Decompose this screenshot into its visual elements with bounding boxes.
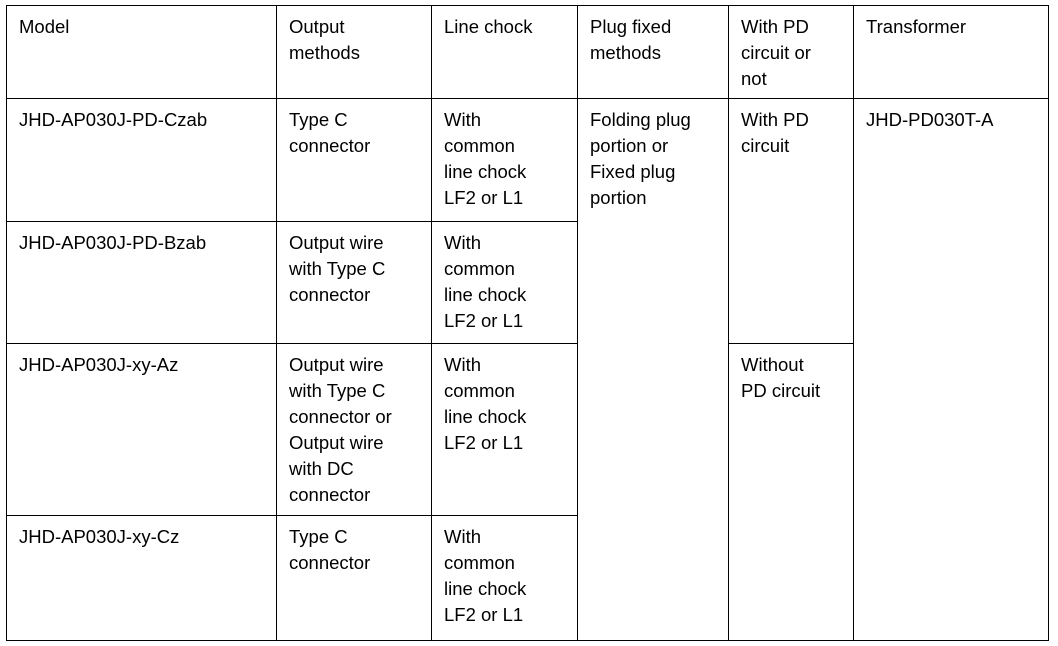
table-row: JHD-AP030J-PD-Czab Type C connector With… — [6, 98, 1049, 641]
cell-transformer: JHD-PD030T-A — [853, 98, 1049, 641]
cell-line-chock: With common line chock LF2 or L1 — [431, 343, 578, 516]
table-header-row: Model Output methods Line chock Plug fix… — [6, 5, 1049, 99]
product-model-specification-table: Model Output methods Line chock Plug fix… — [6, 5, 1049, 641]
column-header-transformer: Transformer — [853, 5, 1049, 99]
specification-table-container: Model Output methods Line chock Plug fix… — [6, 5, 1049, 641]
column-header-output-methods: Output methods — [276, 5, 432, 99]
table-row: JHD-AP030J-xy-Cz Type C connector With c… — [6, 515, 1049, 641]
cell-pd-circuit-with: With PD circuit — [728, 98, 854, 344]
column-header-model: Model — [6, 5, 277, 99]
cell-model: JHD-AP030J-PD-Czab — [6, 98, 277, 222]
cell-output-methods: Type C connector — [276, 515, 432, 641]
cell-line-chock: With common line chock LF2 or L1 — [431, 98, 578, 222]
column-header-line-chock: Line chock — [431, 5, 578, 99]
column-header-plug-fixed-methods: Plug fixed methods — [577, 5, 729, 99]
cell-output-methods: Output wire with Type C connector — [276, 221, 432, 344]
table-row: JHD-AP030J-xy-Az Output wire with Type C… — [6, 343, 1049, 641]
cell-line-chock: With common line chock LF2 or L1 — [431, 221, 578, 344]
cell-line-chock: With common line chock LF2 or L1 — [431, 515, 578, 641]
cell-model: JHD-AP030J-PD-Bzab — [6, 221, 277, 344]
column-header-pd-circuit: With PD circuit or not — [728, 5, 854, 99]
table-row: JHD-AP030J-PD-Bzab Output wire with Type… — [6, 221, 1049, 344]
cell-output-methods: Type C connector — [276, 98, 432, 222]
cell-plug-fixed-methods: Folding plug portion or Fixed plug porti… — [577, 98, 729, 641]
cell-pd-circuit-without: Without PD circuit — [728, 343, 854, 641]
cell-output-methods: Output wire with Type C connector or Out… — [276, 343, 432, 516]
cell-model: JHD-AP030J-xy-Cz — [6, 515, 277, 641]
cell-model: JHD-AP030J-xy-Az — [6, 343, 277, 516]
